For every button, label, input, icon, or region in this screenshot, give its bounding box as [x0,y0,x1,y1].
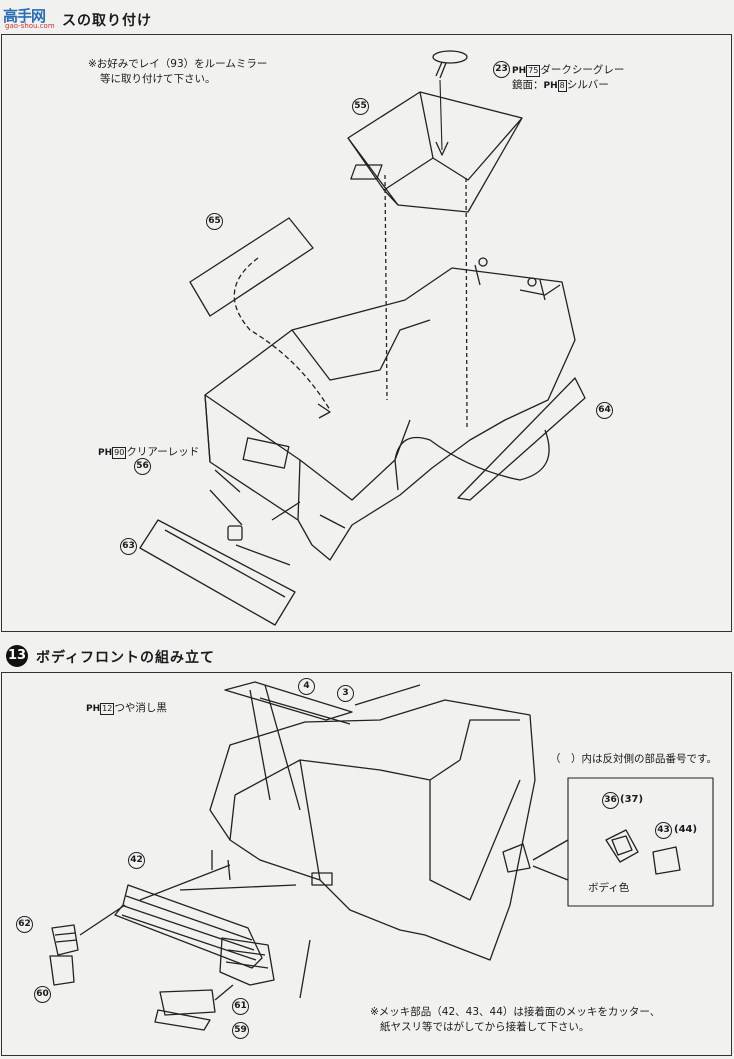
headlight [219,937,275,986]
chrome-note-line1: ※メッキ部品（42、43、44）は接着面のメッキをカッター、 [370,1006,661,1018]
part-number-60: 60 [34,986,51,1003]
part-number-65: 65 [206,213,223,230]
part-number-37: (37) [620,794,644,805]
part-64-window [457,377,586,501]
part-number-56: 56 [134,458,151,475]
part-number-59: 59 [232,1022,249,1039]
part-number-23: 23 [493,61,510,78]
mirror-detail-box [567,777,714,907]
part-56-plate [227,525,243,541]
chrome-note-line2: 紙ヤスリ等ではがしてから接着して下さい。 [380,1021,590,1033]
part-61-lamp [159,989,216,1016]
part-3-seal [259,697,351,725]
side-mirror [502,843,531,873]
part-number-55: 55 [352,98,369,115]
watermark-logo: 高手网 [3,7,46,25]
parentheses-note: （ ）内は反対側の部品番号です。 [550,753,717,765]
part-60-lamp [49,955,75,986]
part-55-panel [347,91,523,213]
part-65-window [189,217,314,317]
section-12-frame [1,34,732,632]
part-23-mirror [432,50,468,64]
section-12-title: スの取り付け [62,13,152,29]
part-number-3: 3 [337,685,354,702]
part-number-4: 4 [298,678,315,695]
part-42-grille [114,884,263,969]
watermark-url: gao-shou.com [5,22,55,30]
part-43-mirror-glass [652,846,681,875]
part-number-63: 63 [120,538,137,555]
paint-body-color: ボディ色 [588,882,630,894]
part-number-64: 64 [596,402,613,419]
part-59-lamp [154,1009,211,1031]
part-36-mirror-body [605,829,639,863]
step-13-badge: 13 [6,645,28,667]
section-13-title: ボディフロントの組み立て [36,650,216,666]
part-4-seal [224,681,353,721]
part-number-36: 36 [602,792,619,809]
part-62-lamp [51,924,79,956]
part-63-bumper [139,519,296,626]
mirror-note-line1: ※お好みでレイ（93）をルームミラー [88,58,268,70]
part-number-43: 43 [655,822,672,839]
mirror-note-line2: 等に取り付けて下さい。 [100,73,216,85]
part-number-61: 61 [232,998,249,1015]
part-number-44: (44) [674,824,698,835]
rear-body [204,267,576,561]
van-front-body [209,699,536,961]
section-13-frame [1,672,732,1056]
part-number-42: 42 [128,852,145,869]
part-number-62: 62 [16,916,33,933]
